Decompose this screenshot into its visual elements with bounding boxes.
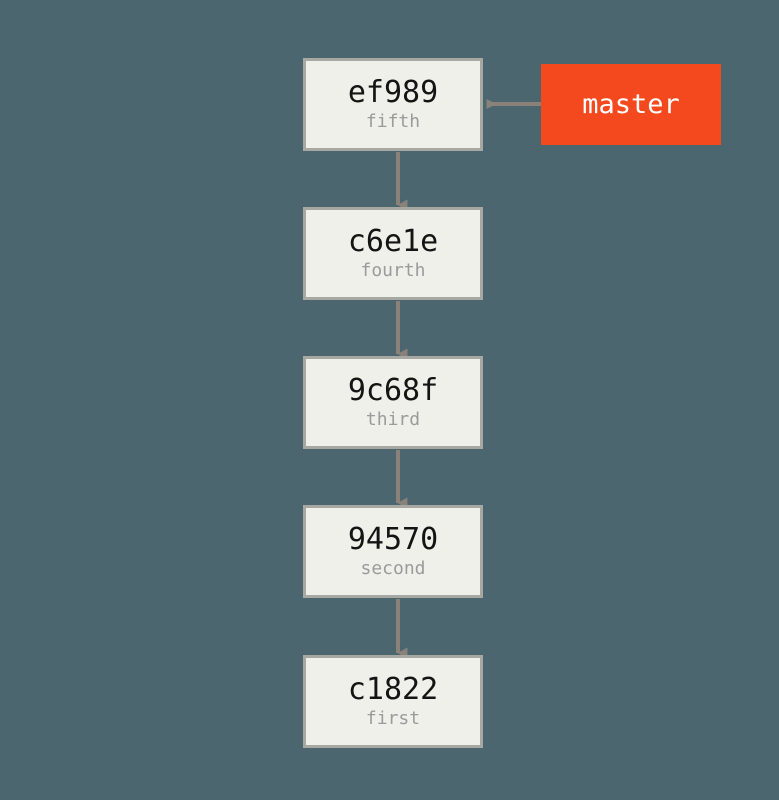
commit-message: fourth: [360, 259, 426, 281]
commit-node-c6e1e[interactable]: c6e1e fourth: [303, 207, 483, 300]
commit-node-c1822[interactable]: c1822 first: [303, 655, 483, 748]
branch-label-master[interactable]: master: [541, 64, 721, 145]
commit-node-9c68f[interactable]: 9c68f third: [303, 356, 483, 449]
branch-label-text: master: [582, 89, 680, 120]
commit-message: first: [365, 707, 421, 729]
commit-hash: 9c68f: [347, 373, 439, 409]
commit-message: third: [365, 408, 421, 430]
commit-hash: c6e1e: [347, 224, 439, 260]
commit-node-94570[interactable]: 94570 second: [303, 505, 483, 598]
commit-message: fifth: [365, 110, 421, 132]
commit-node-ef989[interactable]: ef989 fifth: [303, 58, 483, 151]
commit-hash: 94570: [347, 522, 439, 558]
commit-hash: ef989: [347, 75, 439, 111]
commit-hash: c1822: [347, 672, 439, 708]
commit-message: second: [360, 557, 426, 579]
